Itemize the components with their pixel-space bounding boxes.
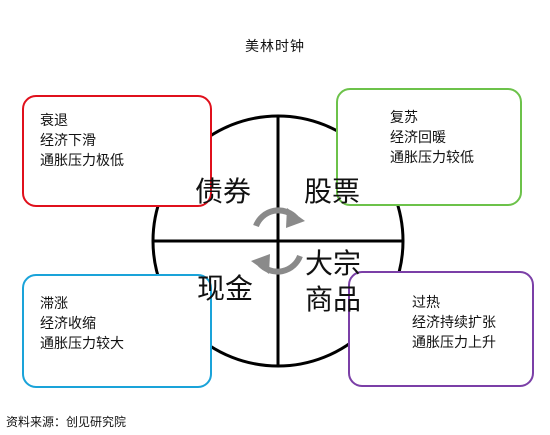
- asset-cash-label: 现金: [196, 272, 253, 305]
- phase-name: 过热: [412, 295, 440, 311]
- rotating-arrows-icon: [251, 207, 305, 275]
- page-title: 美林时钟: [245, 39, 305, 55]
- source-note: 资料来源：创见研究院: [6, 415, 127, 429]
- phase-name: 衰退: [40, 113, 68, 129]
- asset-bonds-label: 债券: [194, 175, 251, 208]
- economy-status: 经济收缩: [40, 316, 96, 332]
- economy-status: 经济持续扩张: [412, 315, 496, 331]
- phase-name: 滞涨: [40, 296, 68, 312]
- phase-name: 复苏: [390, 110, 418, 126]
- inflation-status: 通胀压力较大: [40, 336, 124, 352]
- inflation-status: 通胀压力极低: [40, 153, 124, 169]
- economy-status: 经济回暖: [390, 130, 446, 146]
- phase-stagflation-box: 滞涨 经济收缩 通胀压力较大: [22, 274, 212, 388]
- asset-stocks-label: 股票: [303, 175, 360, 208]
- phase-recovery-box: 复苏 经济回暖 通胀压力较低: [336, 88, 522, 206]
- asset-commodities-line-2: 商品: [304, 283, 361, 316]
- economy-status: 经济下滑: [40, 133, 96, 149]
- phase-recession-box: 衰退 经济下滑 通胀压力极低: [22, 95, 212, 207]
- asset-commodities-label: 大宗 商品: [300, 246, 366, 318]
- phase-overheat-box: 过热 经济持续扩张 通胀压力上升: [348, 271, 534, 387]
- inflation-status: 通胀压力较低: [390, 150, 474, 166]
- inflation-status: 通胀压力上升: [412, 335, 496, 351]
- asset-commodities-line-1: 大宗: [304, 247, 361, 280]
